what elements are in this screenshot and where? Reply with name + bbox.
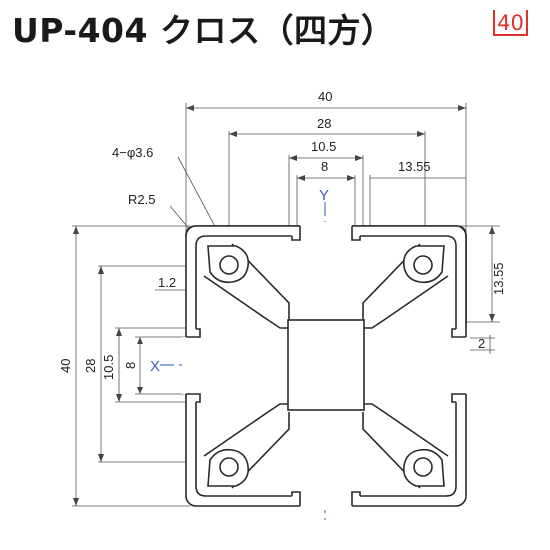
page-title: UP-404 クロス（四方）: [12, 11, 395, 50]
dim-left-40: 40: [58, 359, 73, 373]
dim-right-2: 2: [478, 336, 485, 351]
profile-outline: [182, 222, 470, 510]
dim-top-13-55: 13.55: [398, 159, 431, 174]
y-axis-label: Y: [319, 187, 329, 204]
hole-top-right: [413, 255, 433, 275]
dim-top-28: 28: [317, 116, 331, 131]
dim-left-28: 28: [83, 359, 98, 373]
dim-top-8: 8: [321, 159, 328, 174]
hole-bottom-left: [219, 457, 239, 477]
dim-top-10-5: 10.5: [311, 139, 336, 154]
hole-top-left: [219, 255, 239, 275]
x-axis-label: X: [150, 358, 160, 375]
dim-left-8: 8: [123, 362, 138, 369]
dim-hole-callout: 4−φ3.6: [112, 145, 153, 160]
hole-bottom-right: [413, 457, 433, 477]
dimension-lines: [75, 107, 493, 506]
dim-right-13-55: 13.55: [491, 262, 506, 295]
dim-top-40: 40: [318, 89, 332, 104]
size-badge: 40: [493, 10, 528, 36]
dim-radius-callout: R2.5: [128, 192, 155, 207]
corner-bosses: [207, 245, 445, 487]
dim-left-10-5: 10.5: [101, 355, 116, 380]
dim-left-1-2: 1.2: [158, 275, 176, 290]
